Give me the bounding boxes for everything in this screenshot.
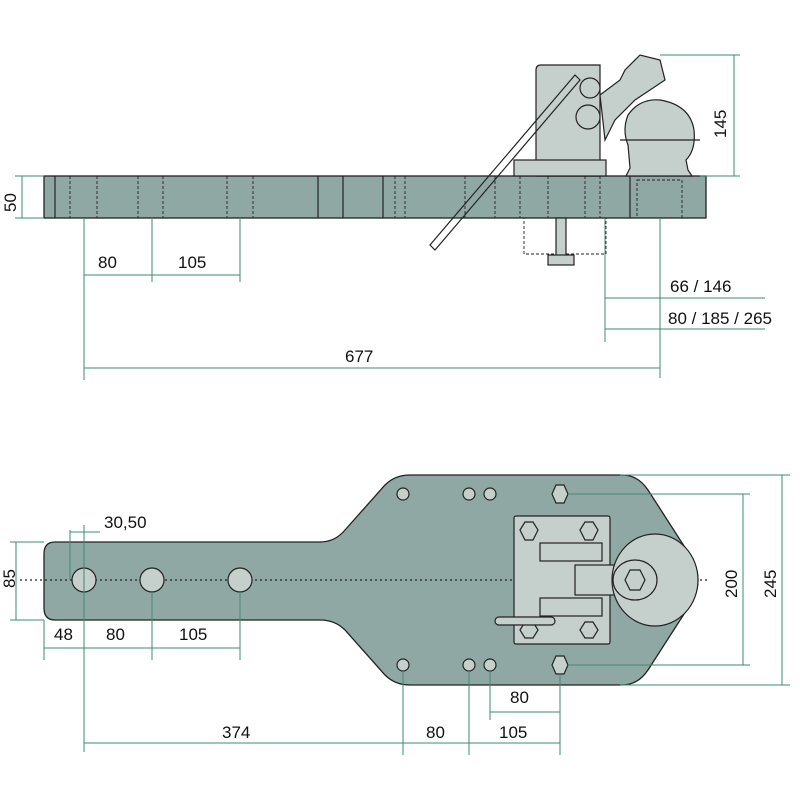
top-view [20, 474, 710, 686]
dim-height-50: 50 [1, 193, 20, 212]
safety-chain [429, 74, 581, 251]
dim-105-bottom: 105 [499, 723, 527, 742]
dim-80-side: 80 [98, 253, 117, 272]
dim-80-bottom: 80 [426, 723, 445, 742]
side-dimensions: 50 145 80 105 66 / 146 80 / 185 / 265 67… [1, 54, 772, 380]
dim-245: 245 [761, 570, 780, 598]
dim-105-side: 105 [178, 253, 206, 272]
dim-48: 48 [54, 625, 73, 644]
dim-30-50: 30,50 [104, 513, 147, 532]
side-view [43, 54, 707, 266]
dim-ball-height-145: 145 [711, 110, 730, 138]
dim-374: 374 [222, 723, 250, 742]
coupling-ball [624, 99, 695, 177]
dim-677: 677 [345, 347, 373, 366]
dim-200: 200 [722, 570, 741, 598]
dim-66-146: 66 / 146 [670, 277, 731, 296]
dim-85: 85 [0, 569, 19, 588]
dim-80-top: 80 [106, 625, 125, 644]
chain-top [494, 616, 556, 626]
latch-lever [599, 54, 666, 143]
dim-105-top: 105 [179, 625, 207, 644]
dim-80-185-265: 80 / 185 / 265 [668, 309, 772, 328]
hole-2 [139, 567, 165, 593]
bolt [555, 217, 567, 257]
top-dimensions: 30,50 85 48 80 105 200 245 80 374 80 105 [0, 474, 790, 755]
drawbar-side [43, 175, 707, 219]
dim-80-bolt: 80 [510, 688, 529, 707]
hole-3 [227, 567, 253, 593]
